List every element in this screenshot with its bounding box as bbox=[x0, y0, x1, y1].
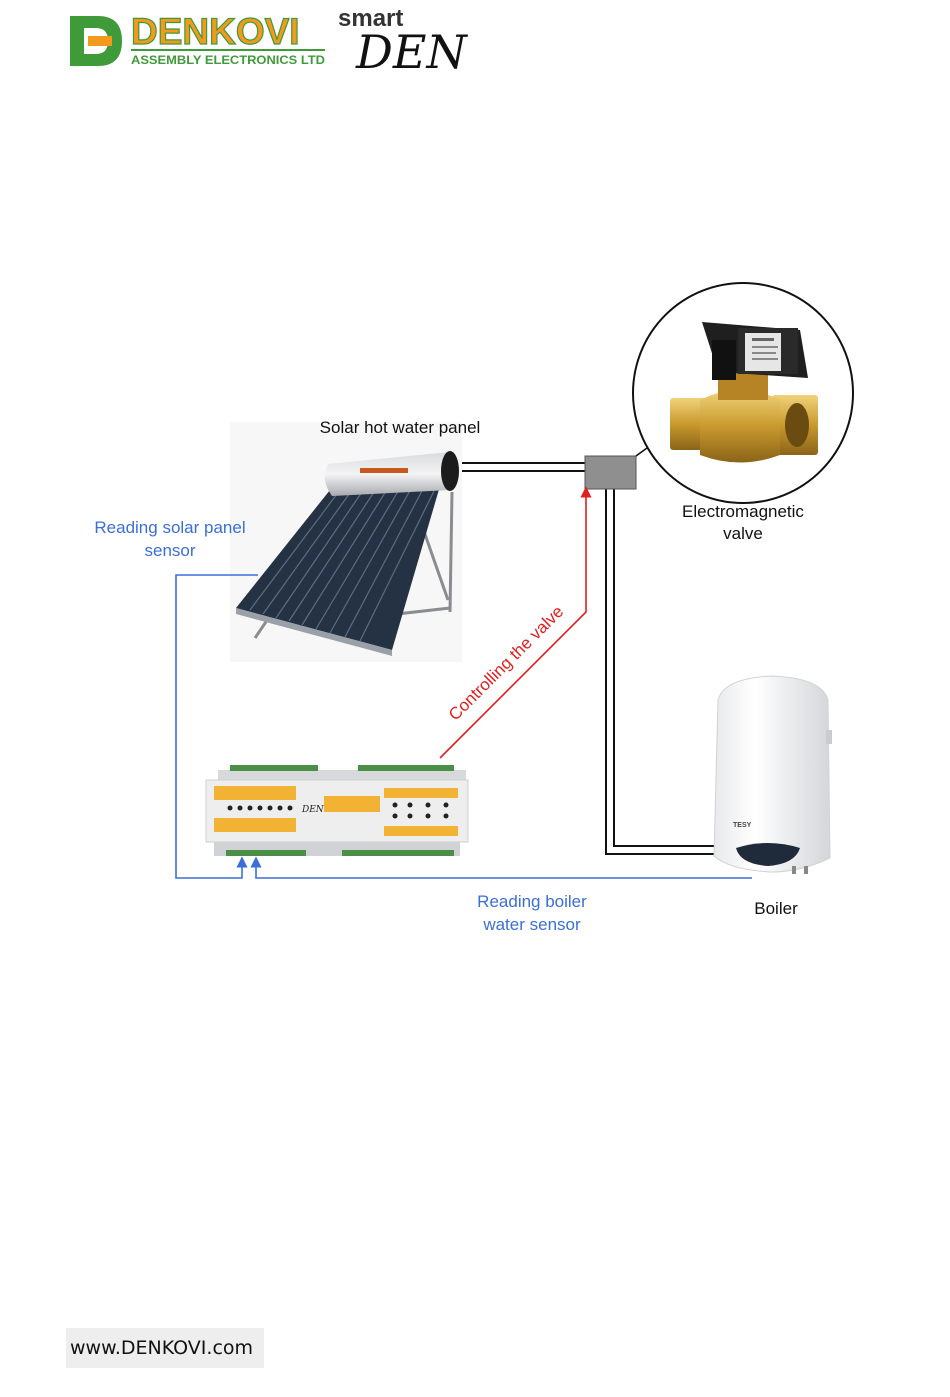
label-valve-2: valve bbox=[723, 524, 763, 543]
label-reading-boiler-2: water sensor bbox=[482, 915, 581, 934]
smartden-logo: smart DEN bbox=[338, 5, 468, 79]
label-boiler: Boiler bbox=[754, 899, 798, 918]
label-solar-panel: Solar hot water panel bbox=[320, 418, 481, 437]
valve-connector bbox=[585, 456, 636, 489]
boiler-sensor-wire bbox=[256, 862, 752, 878]
label-controlling: Controlling the valve bbox=[445, 602, 567, 724]
solar-panel-image bbox=[230, 422, 462, 662]
pipe-down-inner bbox=[614, 489, 714, 846]
brand-name: DENKOVI bbox=[131, 11, 300, 52]
label-reading-solar-2: sensor bbox=[144, 541, 195, 560]
svg-text:DEN: DEN bbox=[301, 805, 325, 815]
brand-underline bbox=[131, 49, 325, 51]
brand-tagline: ASSEMBLY ELECTRONICS LTD bbox=[131, 55, 325, 67]
label-reading-solar-1: Reading solar panel bbox=[94, 518, 245, 537]
boiler-brand: TESY bbox=[733, 822, 752, 829]
denkovi-logo: DENKOVI ASSEMBLY ELECTRONICS LTD bbox=[70, 11, 325, 67]
label-valve-1: Electromagnetic bbox=[682, 502, 804, 521]
pipe-down-outer bbox=[606, 489, 714, 854]
pipes bbox=[456, 463, 714, 854]
footer-website-link[interactable]: www.DENKOVI.com bbox=[66, 1328, 264, 1368]
electromagnetic-valve-image bbox=[633, 283, 853, 503]
label-reading-boiler-1: Reading boiler bbox=[477, 892, 587, 911]
boiler-image: TESY bbox=[714, 676, 832, 874]
product-name: DEN bbox=[355, 25, 468, 79]
denkovi-d-icon bbox=[70, 16, 122, 66]
controller-image: DEN bbox=[206, 765, 468, 856]
